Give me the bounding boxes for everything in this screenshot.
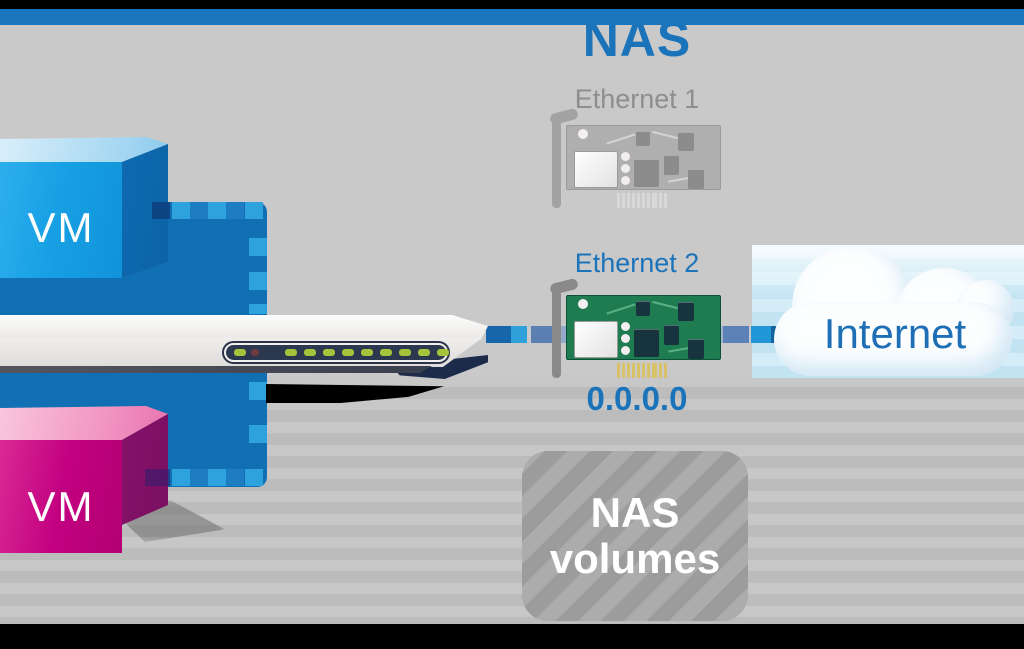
switch-port-led-green [361,349,373,356]
vm2-cube: VM [0,405,170,555]
pci-pins [617,193,655,208]
connector-dash [751,326,771,343]
connector-dash [208,202,226,219]
led-dot [621,334,630,343]
connector-dash [145,469,170,486]
internet-cloud-icon [770,240,1020,380]
ethernet1-card [548,107,723,208]
ethernet-port [574,321,618,358]
ethernet2-label: Ethernet 2 [574,248,700,278]
connector-dash [249,425,267,443]
chip [688,339,704,359]
connector-dash [190,202,208,219]
screw-hole [578,299,588,309]
led-dot [621,164,630,173]
switch-port-led-green [380,349,392,356]
connector-dash [172,469,190,486]
chip [636,301,650,316]
connector-dash [190,469,208,486]
connector-dash [226,469,244,486]
vm1-label: VM [27,204,95,251]
screw-hole [578,129,588,139]
led-dot [621,152,630,161]
switch-port-led-green [304,349,316,356]
ethernet-port [574,151,618,188]
switch-port-led-green [418,349,430,356]
switch-status-led-red [251,349,259,356]
nas-volumes-label-line2: volumes [549,535,721,582]
connector-dash [226,202,244,219]
vm1-cube-front-face [0,162,122,278]
connector-dash [249,304,267,314]
chip [634,329,659,357]
internet-label: Internet [823,310,967,357]
ethernet2-card [548,277,723,378]
nas-volumes-label-line1: NAS [590,489,680,536]
connector-dash [531,326,557,343]
vm2-label: VM [27,483,95,530]
connector-dash [172,202,190,219]
switch-port-led-green [437,349,449,356]
pci-pins [617,363,655,378]
switch-port-led-green [342,349,354,356]
switch-bottom-edge [0,366,432,373]
ethernet1-label: Ethernet 1 [574,84,700,114]
top-blue-bar [0,9,1024,25]
chip [678,302,694,321]
chip [636,131,650,146]
chip [688,169,704,189]
nas-volumes-block: NAS volumes [522,451,748,621]
connector-dash [557,326,566,343]
vm1-cube: VM [0,136,170,280]
vm2-cube-front-face [0,440,122,553]
connector-dash [249,238,267,256]
connector-dash [511,326,527,343]
bottom-black-bar [0,624,1024,649]
switch-port-led-green [285,349,297,356]
network-switch [0,314,490,404]
chip [664,155,679,175]
connector-dash [249,382,267,400]
chip [678,132,694,151]
led-dot [621,346,630,355]
connector-dash [486,326,511,343]
connector-dash [208,469,226,486]
led-dot [621,322,630,331]
card-bracket [552,290,561,378]
chip [634,159,659,187]
pci-pins [654,193,667,208]
switch-port-led-green [323,349,335,356]
connector-dash [245,202,263,219]
switch-port-led-green [399,349,411,356]
switch-led-panel [226,345,449,360]
ethernet2-ip-address: 0.0.0.0 [586,380,688,417]
led-dot [621,176,630,185]
chip [664,325,679,345]
switch-port-led-green [234,349,246,356]
card-bracket [552,120,561,208]
switch-top-surface [0,315,488,340]
top-black-bar [0,0,1024,9]
connector-dash [152,202,170,219]
connector-dash [245,469,263,486]
connector-dash [723,326,749,343]
connector-dash [249,272,267,290]
pci-pins [654,363,667,378]
